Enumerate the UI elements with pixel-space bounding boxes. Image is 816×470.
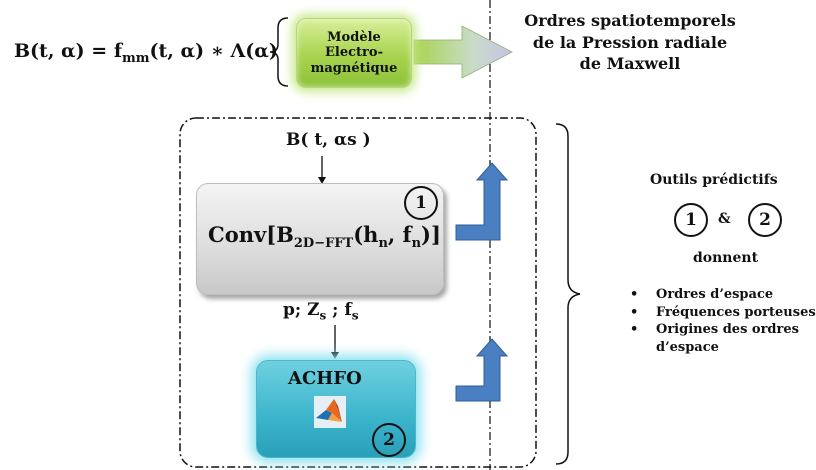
summary-title: Outils prédictifs — [650, 172, 778, 188]
input-arrowhead — [318, 177, 326, 184]
model-box: Modèle Electro- magnétique — [296, 18, 412, 88]
input-signal: B( t, αs ) — [286, 130, 371, 150]
tool-number-2-badge: 2 — [372, 423, 406, 457]
conv-end: )] — [421, 222, 441, 247]
tools-frame — [179, 117, 537, 468]
achfo-label: ACHFO — [288, 368, 362, 389]
conv-f-sub: n — [411, 236, 422, 252]
parameters-label: p; Zs ; fs — [283, 300, 358, 322]
matlab-logo-icon — [314, 396, 346, 428]
conv-h-sub: n — [378, 236, 388, 252]
summary-ampersand: & — [718, 211, 731, 227]
summary-item: Ordres d’espace — [630, 286, 816, 304]
params-sep: ; f — [326, 300, 352, 320]
summary-brace — [555, 123, 581, 465]
summary-number-1-badge: 1 — [674, 203, 708, 237]
equation-rhs: (t, α) ∗ Λ(α) — [149, 40, 278, 62]
conv-args: (h — [353, 222, 379, 247]
params-p: p; Z — [283, 300, 320, 320]
summary-number-2-badge: 2 — [748, 203, 782, 237]
summary-item: Origines des ordres d’espace — [630, 321, 816, 356]
params-z-sub: s — [319, 308, 327, 323]
summary-list: Ordres d’espace Fréquences porteuses Ori… — [630, 286, 816, 356]
model-line-1: Modèle — [327, 29, 381, 45]
output-title-line-2: de la Pression radiale — [532, 32, 728, 52]
output-title-line-1: Ordres spatiotemporels — [524, 11, 736, 30]
equation-lhs: B(t, α) = — [14, 40, 114, 62]
summary-verb: donnent — [693, 250, 759, 266]
conv-main: Conv[B — [208, 222, 294, 247]
conv-output-arrow — [455, 162, 509, 241]
achfo-output-arrow — [455, 338, 509, 402]
output-title: Ordres spatiotemporels de la Pression ra… — [520, 10, 740, 75]
equation-f: f — [113, 40, 123, 62]
conv-formula: Conv[B2D−FFT(hn, fn)] — [208, 222, 441, 251]
conv-sub: 2D−FFT — [293, 236, 354, 252]
model-line-3: magnétique — [310, 60, 398, 76]
source-equation: B(t, α) = fmm(t, α) ∗ Λ(α) — [14, 40, 278, 66]
params-arrowhead — [331, 352, 339, 359]
equation-f-subscript: mm — [122, 50, 150, 66]
conv-mid: , f — [387, 222, 412, 247]
model-line-2: Electro- — [325, 45, 383, 61]
summary-item: Fréquences porteuses — [630, 304, 816, 322]
conv-box — [196, 183, 444, 295]
output-title-line-3: de Maxwell — [579, 54, 681, 74]
tool-number-1-badge: 1 — [404, 186, 438, 220]
model-output-arrow — [413, 25, 513, 79]
model-brace — [269, 17, 289, 87]
params-f-sub: s — [351, 308, 359, 323]
